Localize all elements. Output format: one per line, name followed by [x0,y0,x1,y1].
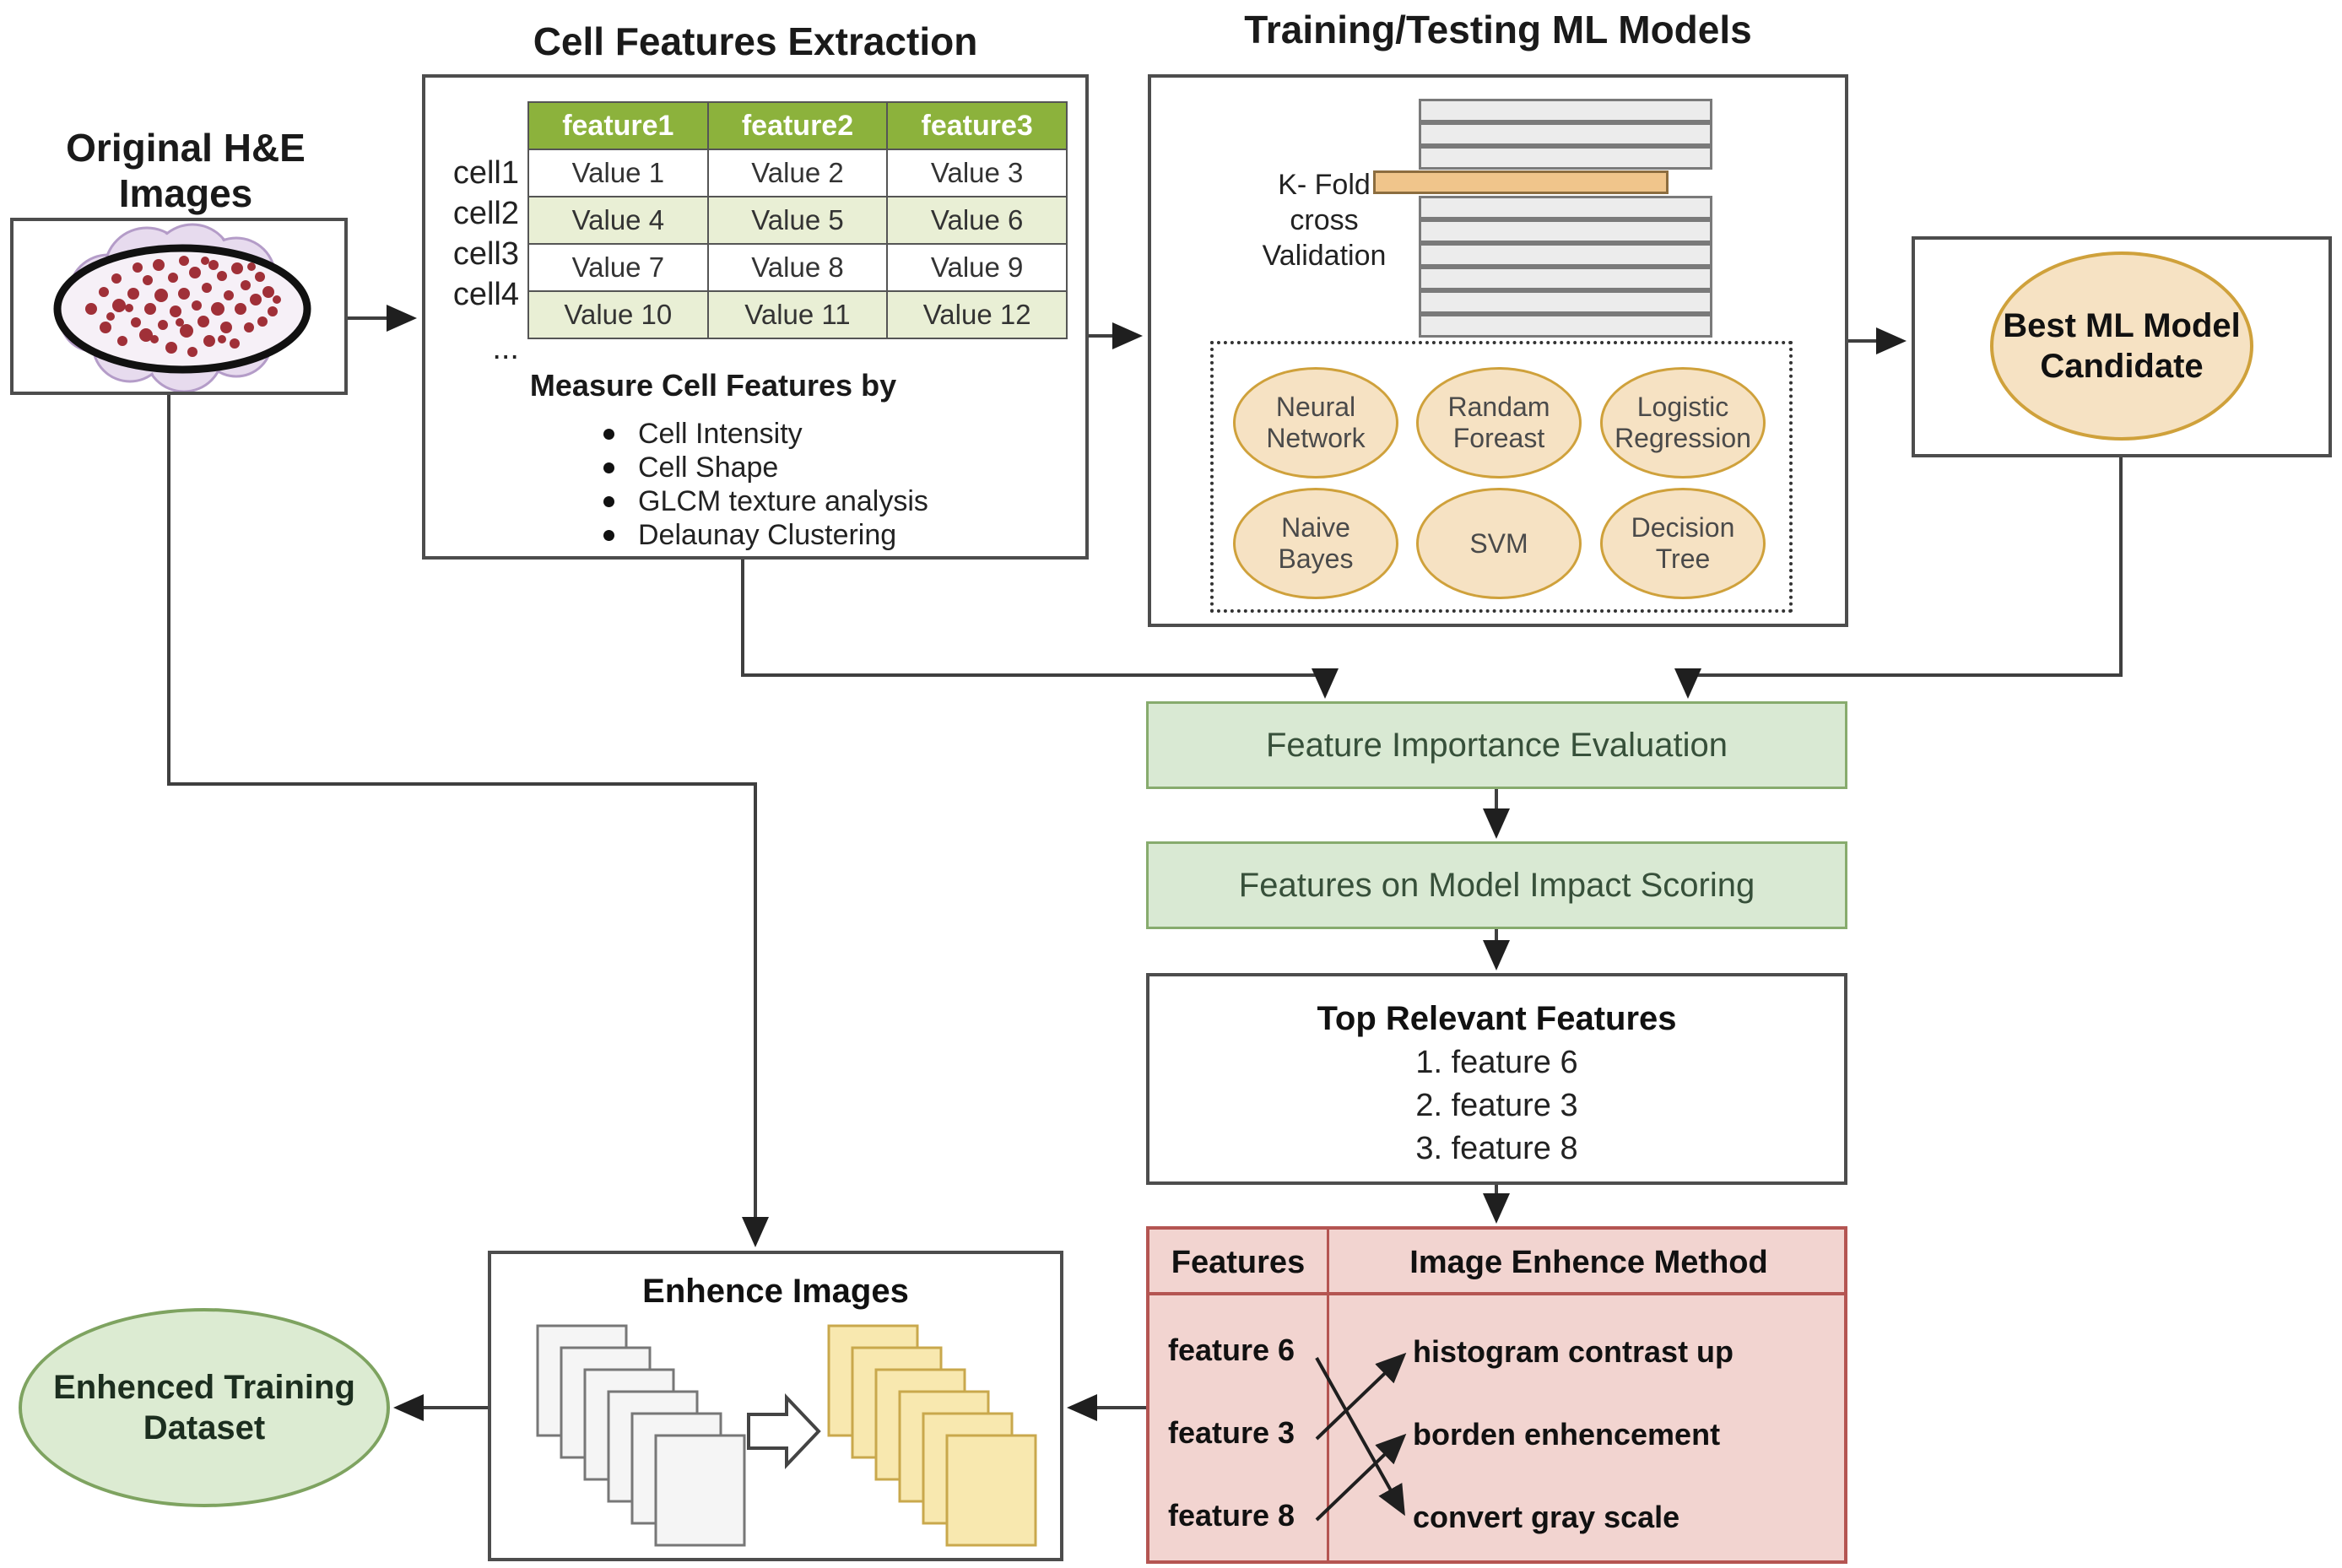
original-he-images-title: Original H&E Images [66,126,306,215]
table-cell: Value 2 [706,149,889,197]
method-item: convert gray scale [1413,1500,1680,1534]
original-pages-stack [536,1324,746,1547]
table-header-cell: feature3 [886,101,1068,150]
table-cell: Value 10 [527,290,709,339]
enhance-images-box: Enhence Images [488,1251,1063,1561]
enhance-table-header-features: Features [1171,1244,1306,1280]
model-oval-decision-tree: Decision Tree [1600,488,1766,599]
feature-importance-box: Feature Importance Evaluation [1146,701,1847,789]
enhance-images-title: Enhence Images [642,1273,909,1310]
top-feature-item: 1. feature 6 [1415,1045,1578,1080]
kfold-label-line3: Validation [1262,240,1387,272]
enhance-table-header-method: Image Enhence Method [1409,1244,1768,1280]
transform-block-arrow-icon [747,1392,821,1470]
table-row: Value 10 Value 11 Value 12 [527,290,1068,339]
cell-features-extraction-title: Cell Features Extraction [533,19,978,63]
bullet-item: Cell Intensity [603,417,1042,451]
feature-item: feature 8 [1168,1498,1295,1533]
bullet-label: Cell Shape [638,451,779,484]
table-cell: Value 12 [886,290,1068,339]
table-cell: Value 1 [527,149,709,197]
feature-item: feature 3 [1168,1415,1295,1450]
table-cell: Value 3 [886,149,1068,197]
cell-features-table: feature1 feature2 feature3 Value 1 Value… [527,101,1068,339]
kfold-bar [1419,196,1712,219]
impact-scoring-label: Features on Model Impact Scoring [1238,866,1755,904]
table-cell: Value 7 [527,243,709,292]
top-relevant-features-title: Top Relevant Features [1317,1000,1677,1037]
row-label-ellipsis: ... [492,331,519,366]
kfold-bar [1419,314,1712,338]
he-cell-dots [85,256,281,357]
bullet-icon [603,529,614,541]
table-header-cell: feature2 [706,101,889,150]
row-label-cell2: cell2 [452,196,519,231]
kfold-bar [1419,219,1712,243]
row-label-cell3: cell3 [452,236,519,272]
kfold-bar [1419,99,1712,122]
kfold-bar [1419,146,1712,170]
kfold-bar [1419,267,1712,290]
bullet-label: Delaunay Clustering [638,518,897,551]
row-label-cell4: cell4 [452,277,519,312]
he-cell-illustration [53,223,311,393]
table-cell: Value 8 [706,243,889,292]
best-model-oval: Best ML Model Candidate [1990,251,2253,441]
enhance-table-header-row [1149,1230,1844,1295]
model-oval-naive-bayes: Naive Bayes [1233,488,1398,599]
method-item: histogram contrast up [1413,1334,1734,1369]
top-feature-item: 3. feature 8 [1415,1131,1578,1166]
best-model-label: Best ML Model Candidate [2003,307,2241,385]
top-relevant-features-box: Top Relevant Features 1. feature 6 2. fe… [1146,973,1847,1185]
bullet-icon [603,428,614,440]
table-cell: Value 6 [886,196,1068,245]
model-oval-svm: SVM [1416,488,1582,599]
feature-item: feature 6 [1168,1333,1295,1367]
bullet-icon [603,495,614,507]
model-oval-random-forest: Randam Foreast [1416,367,1582,479]
model-oval-neural-network: Neural Network [1233,367,1398,479]
image-stacks-illustration [536,1324,1037,1547]
method-item: borden enhencement [1413,1417,1721,1452]
kfold-label-line2: cross [1290,204,1359,236]
bullet-icon [603,462,614,473]
measure-cell-features-title: Measure Cell Features by [529,368,897,403]
kfold-bar [1419,290,1712,314]
row-label-cell1: cell1 [452,155,519,191]
table-cell: Value 5 [706,196,889,245]
table-cell: Value 11 [706,290,889,339]
bullet-item: GLCM texture analysis [603,484,1042,518]
bullet-label: Cell Intensity [638,417,803,450]
kfold-bar [1419,122,1712,146]
kfold-bar [1419,243,1712,267]
table-row: Value 7 Value 8 Value 9 [527,243,1068,292]
table-header-cell: feature1 [527,101,709,150]
kfold-test-fold-bar [1373,170,1669,194]
table-row: Value 4 Value 5 Value 6 [527,196,1068,245]
bullet-item: Cell Shape [603,451,1042,484]
enhanced-pages-stack [827,1324,1037,1547]
bullet-label: GLCM texture analysis [638,484,928,517]
enhanced-dataset-oval: Enhenced Training Dataset [19,1308,390,1507]
table-header-row: feature1 feature2 feature3 [527,101,1068,150]
table-cell: Value 9 [886,243,1068,292]
training-models-box: K- Fold cross Validation Neural Network … [1148,74,1848,627]
enhanced-dataset-label: Enhenced Training Dataset [53,1369,355,1446]
table-row: Value 1 Value 2 Value 3 [527,149,1068,197]
bullet-item: Delaunay Clustering [603,518,1042,552]
feature-importance-label: Feature Importance Evaluation [1266,726,1728,764]
impact-scoring-box: Features on Model Impact Scoring [1146,841,1847,929]
top-feature-item: 2. feature 3 [1415,1088,1578,1123]
training-testing-ml-models-title: Training/Testing ML Models [1244,8,1752,51]
kfold-label-line1: K- Fold [1278,169,1371,201]
table-cell: Value 4 [527,196,709,245]
model-oval-logistic-regression: Logistic Regression [1600,367,1766,479]
he-image-box [10,218,348,395]
enhance-method-table: Features Image Enhence Method feature 6 … [1146,1226,1847,1564]
